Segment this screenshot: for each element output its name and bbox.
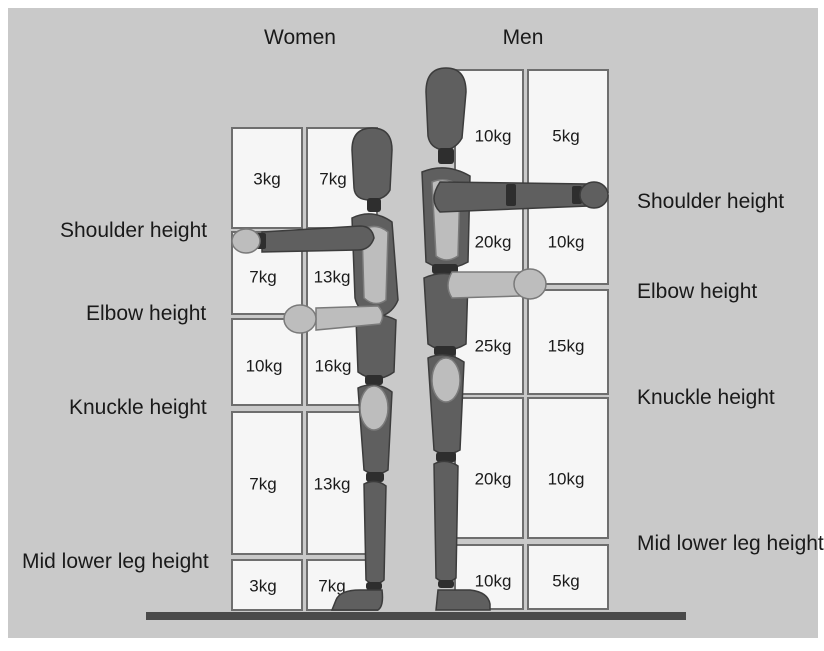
- woman-head: [352, 128, 392, 200]
- men-cell-knuckle-midleg-extended: 10kg: [528, 398, 608, 538]
- men-label-elbow: Elbow height: [637, 280, 757, 303]
- svg-text:16kg: 16kg: [315, 356, 352, 375]
- men-cell-knuckle-midleg-close: 20kg: [455, 398, 523, 538]
- svg-text:3kg: 3kg: [249, 576, 276, 595]
- svg-text:10kg: 10kg: [548, 469, 585, 488]
- man-elbow-joint-shoulder: [506, 184, 516, 206]
- men-label-knuckle: Knuckle height: [637, 386, 775, 409]
- svg-text:3kg: 3kg: [253, 169, 280, 188]
- men-label-mid-lower-leg: Mid lower leg height: [637, 532, 824, 555]
- women-label-shoulder: Shoulder height: [60, 219, 207, 242]
- men-cell-above-shoulder-extended: 5kg: [528, 70, 608, 192]
- svg-text:15kg: 15kg: [548, 336, 585, 355]
- man-foot: [436, 590, 490, 610]
- floor-line: [146, 612, 686, 620]
- man-hand-shoulder: [580, 182, 608, 208]
- svg-text:7kg: 7kg: [249, 267, 276, 286]
- men-weight-grid: 10kg 5kg 20kg 10kg 25kg 15kg 20kg: [455, 70, 608, 609]
- svg-text:13kg: 13kg: [314, 267, 351, 286]
- svg-text:20kg: 20kg: [475, 469, 512, 488]
- man-ankle: [438, 580, 454, 588]
- svg-text:10kg: 10kg: [548, 232, 585, 251]
- svg-text:10kg: 10kg: [475, 571, 512, 590]
- man-head: [426, 68, 466, 150]
- man-shin: [434, 461, 458, 582]
- woman-ankle: [366, 582, 382, 590]
- women-cell-above-shoulder-extended: 3kg: [232, 128, 302, 228]
- man-knee: [436, 452, 456, 462]
- woman-shin: [364, 481, 386, 584]
- woman-hand-elbow: [284, 305, 316, 333]
- women-cell-elbow-knuckle-extended: 10kg: [232, 319, 302, 405]
- man-hand-elbow: [514, 269, 546, 299]
- svg-text:7kg: 7kg: [318, 576, 345, 595]
- svg-text:7kg: 7kg: [249, 474, 276, 493]
- men-cell-below-midleg-extended: 5kg: [528, 545, 608, 609]
- svg-text:20kg: 20kg: [475, 232, 512, 251]
- woman-neck: [367, 198, 381, 212]
- women-cell-knuckle-midleg-extended: 7kg: [232, 412, 302, 554]
- women-column-title: Women: [264, 26, 336, 49]
- woman-hand-shoulder: [232, 229, 260, 253]
- svg-text:10kg: 10kg: [246, 356, 283, 375]
- svg-text:5kg: 5kg: [552, 571, 579, 590]
- svg-text:10kg: 10kg: [475, 126, 512, 145]
- man-knee-pad: [432, 358, 460, 402]
- svg-text:5kg: 5kg: [552, 126, 579, 145]
- svg-text:25kg: 25kg: [475, 336, 512, 355]
- women-cell-below-midleg-extended: 3kg: [232, 560, 302, 610]
- woman-knee-pad: [360, 386, 388, 430]
- svg-text:7kg: 7kg: [319, 169, 346, 188]
- men-cell-shoulder-elbow-extended: 10kg: [528, 196, 608, 284]
- men-label-shoulder: Shoulder height: [637, 190, 784, 213]
- man-forearm-elbow: [448, 272, 520, 298]
- woman-knee: [366, 472, 384, 482]
- women-label-knuckle: Knuckle height: [69, 396, 207, 419]
- man-neck: [438, 148, 454, 164]
- svg-text:13kg: 13kg: [314, 474, 351, 493]
- men-cell-elbow-knuckle-extended: 15kg: [528, 290, 608, 394]
- men-column-title: Men: [503, 26, 544, 49]
- women-label-mid-lower-leg: Mid lower leg height: [22, 550, 209, 573]
- women-label-elbow: Elbow height: [86, 302, 206, 325]
- woman-hip-joint: [365, 375, 383, 385]
